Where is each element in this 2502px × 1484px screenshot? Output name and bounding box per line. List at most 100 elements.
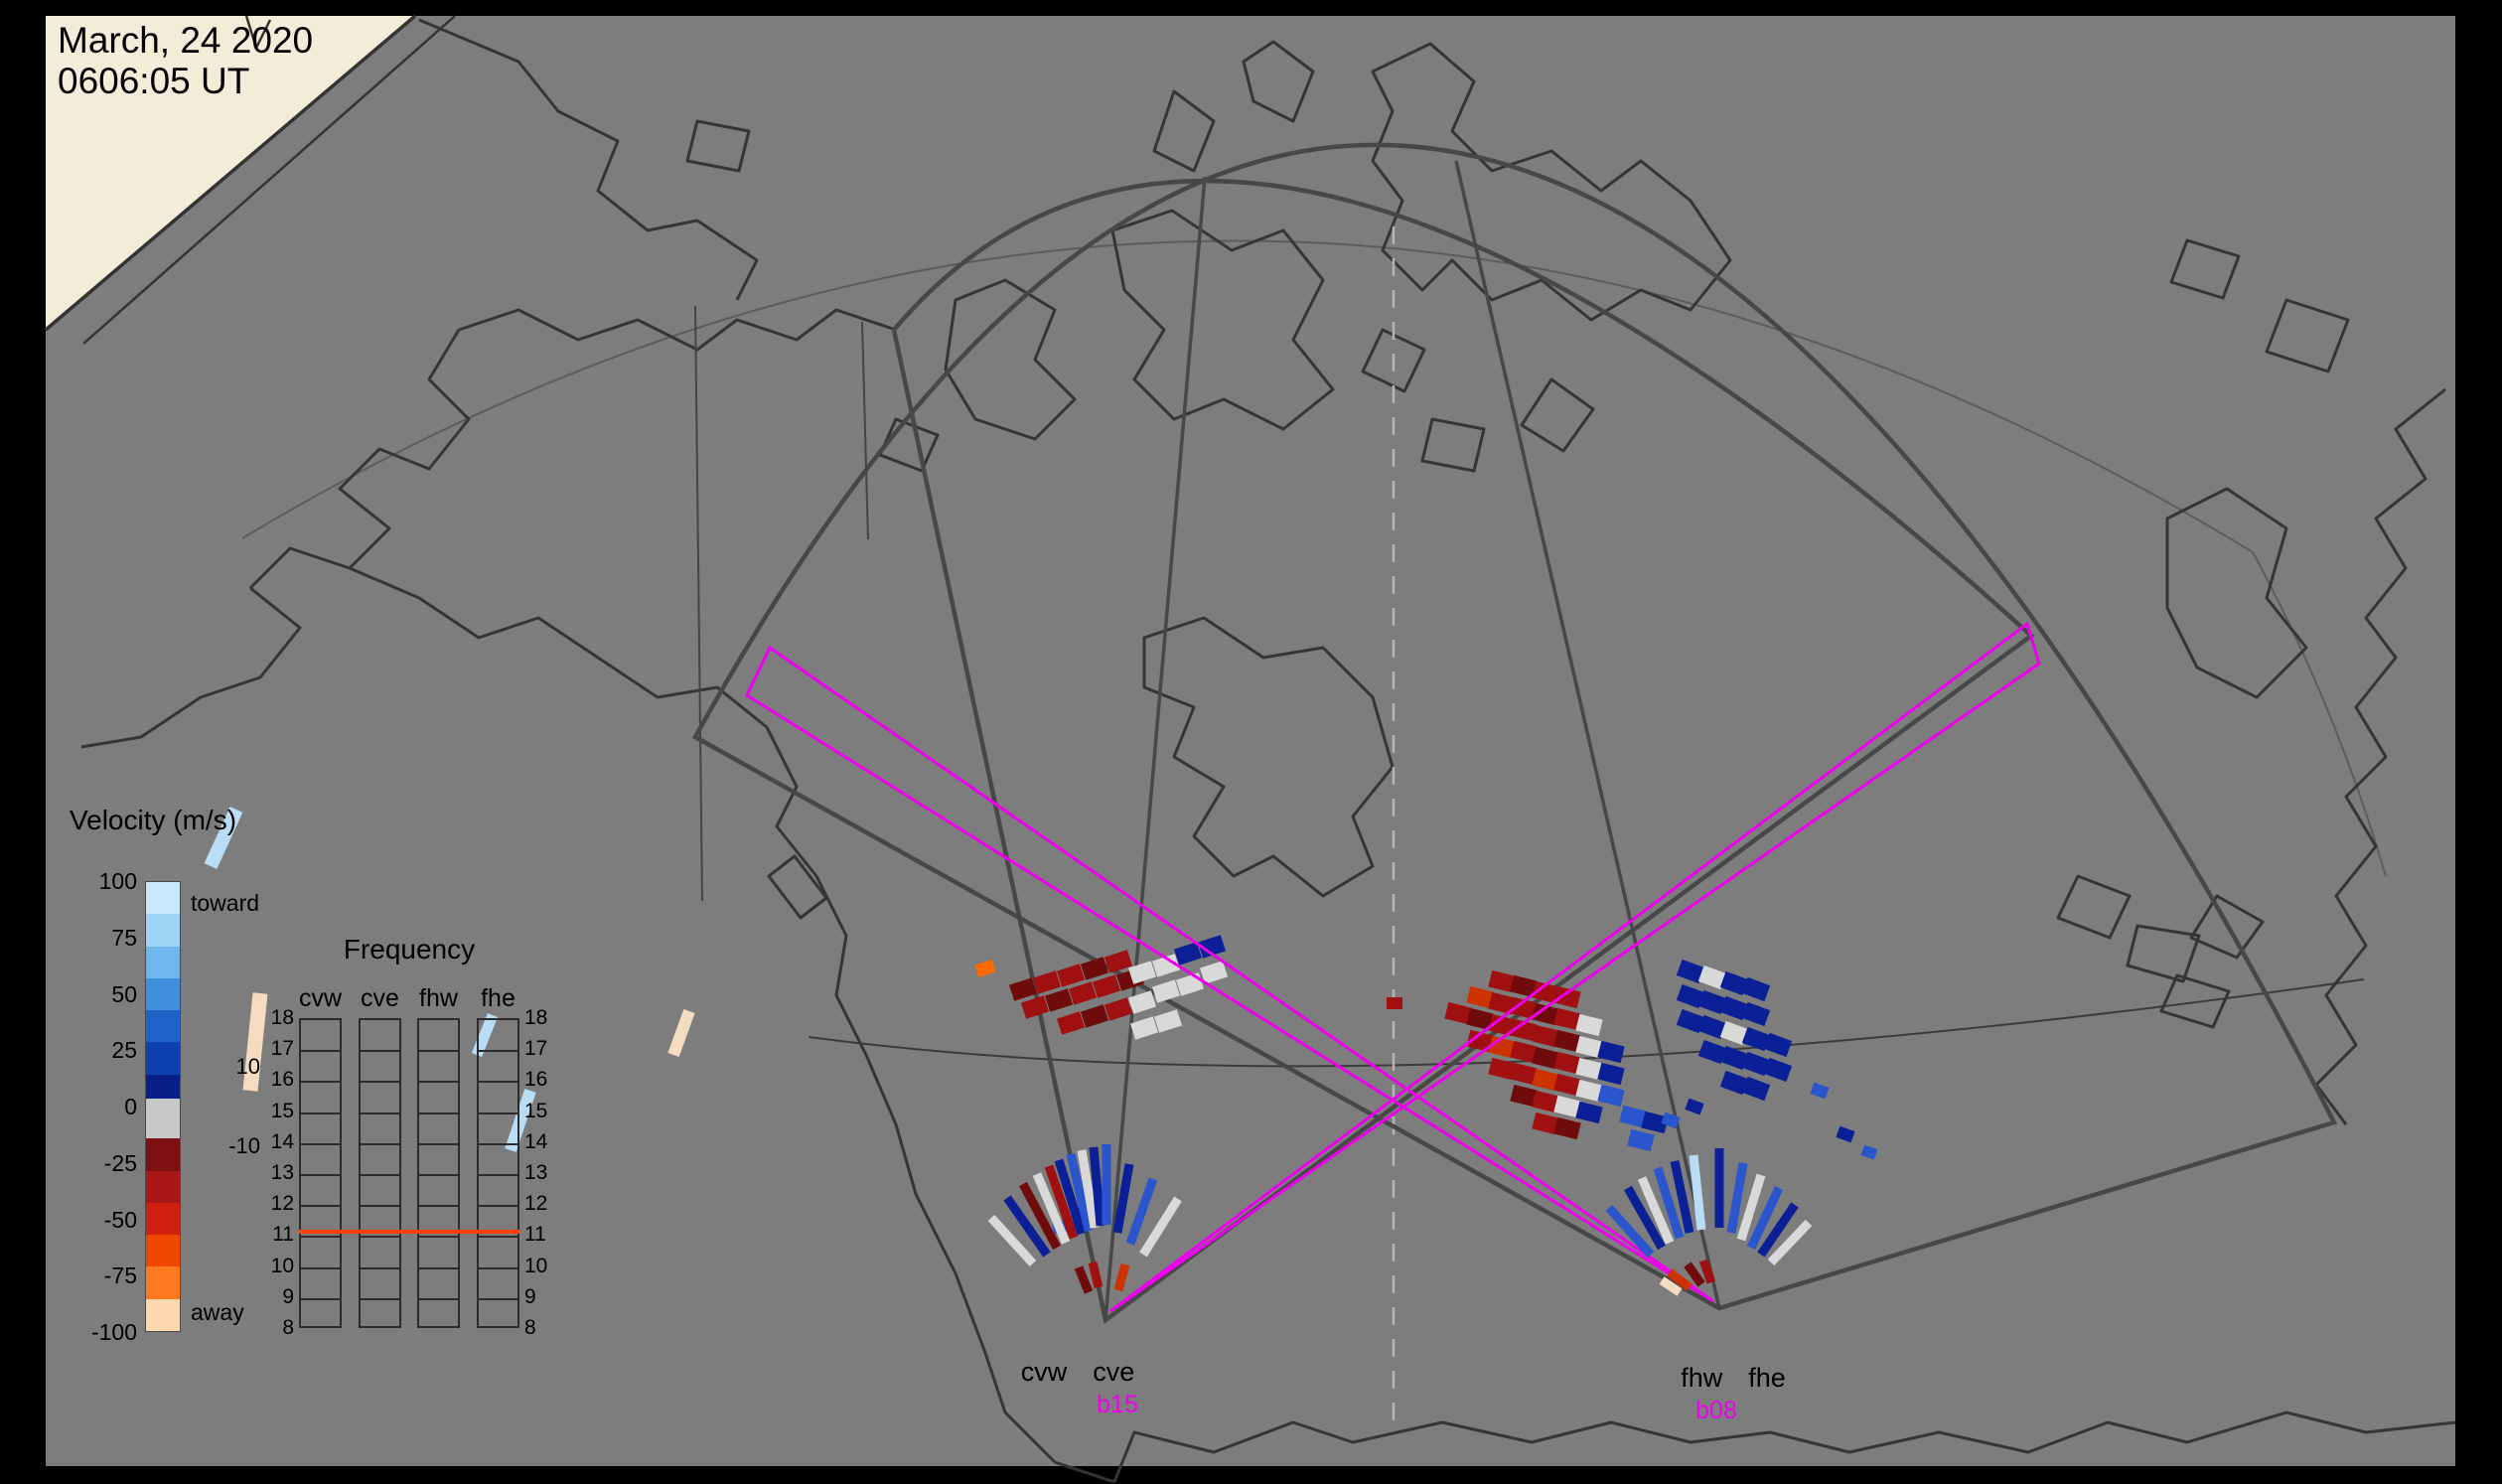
frequency-gridline [301, 1297, 340, 1300]
frequency-tick-label: 18 [524, 1006, 548, 1029]
colorbar-segment [146, 1010, 180, 1043]
frequency-gridline [419, 1236, 458, 1239]
frequency-tick-label: 12 [524, 1192, 548, 1216]
frequency-gridline [301, 1081, 340, 1084]
colorbar-tick-label: -25 [103, 1149, 137, 1176]
frequency-gridline [419, 1266, 458, 1269]
frequency-tick-label: 15 [270, 1099, 294, 1122]
frequency-extra-pos: 10 [235, 1054, 260, 1079]
timestamp: March, 24 2020 0606:05 UT [58, 20, 313, 102]
site-label-cve: cve [1093, 1357, 1135, 1387]
frequency-gridline [301, 1050, 340, 1053]
colorbar-tick-label: 25 [111, 1037, 137, 1064]
colorbar-tick-label: -50 [103, 1206, 137, 1233]
colorbar-tick-label: 0 [124, 1094, 137, 1119]
map-background [46, 16, 2455, 1466]
frequency-tick-label: 10 [270, 1254, 294, 1277]
frequency-column [417, 1018, 460, 1328]
colorbar-segment [146, 1202, 180, 1236]
toward-label: toward [191, 890, 260, 916]
colorbar-segment [146, 946, 180, 978]
date-text: March, 24 2020 [58, 20, 314, 61]
colorbar-tick-label: 50 [111, 980, 137, 1007]
frequency-tick-label: 10 [524, 1254, 548, 1277]
frequency-tick-label: 13 [524, 1161, 548, 1184]
velocity-colorbar [145, 881, 181, 1332]
frequency-tick-label: 8 [282, 1316, 294, 1339]
frequency-tick-label: 11 [524, 1223, 546, 1247]
frequency-column [299, 1018, 342, 1328]
site-label-fhw: fhw [1681, 1363, 1723, 1393]
beam-label-b08: b08 [1695, 1397, 1737, 1424]
frequency-gridline [419, 1174, 458, 1176]
colorbar-segment [146, 1138, 180, 1171]
frequency-gridline [361, 1266, 399, 1269]
time-text: 0606:05 UT [58, 61, 250, 102]
frequency-gridline [479, 1297, 517, 1300]
frequency-gridline [419, 1050, 458, 1053]
frequency-gridline [479, 1142, 517, 1145]
frequency-tick-label: 11 [272, 1223, 294, 1247]
frequency-tick-label: 16 [270, 1068, 294, 1092]
frequency-gridline [301, 1266, 340, 1269]
frequency-trace-line [299, 1230, 519, 1235]
frequency-gridline [361, 1050, 399, 1053]
frequency-tick-label: 9 [524, 1284, 536, 1308]
frequency-gridline [419, 1205, 458, 1208]
colorbar-segment [146, 914, 180, 947]
frequency-tick-label: 14 [270, 1129, 294, 1153]
frequency-gridline [301, 1236, 340, 1239]
colorbar-tick-label: 75 [111, 924, 137, 951]
frequency-gridline [479, 1081, 517, 1084]
frequency-gridline [301, 1174, 340, 1176]
frequency-tick-label: 8 [524, 1316, 536, 1339]
frequency-gridline [361, 1297, 399, 1300]
frequency-column-header: cve [361, 984, 399, 1012]
beam-label-b15: b15 [1097, 1391, 1138, 1418]
colorbar-tick-label: -75 [103, 1262, 137, 1289]
frequency-gridline [419, 1112, 458, 1114]
frequency-gridline [361, 1174, 399, 1176]
frequency-tick-label: 18 [270, 1006, 294, 1029]
colorbar-title: Velocity (m/s) [70, 805, 237, 835]
frequency-gridline [479, 1236, 517, 1239]
frequency-gridline [419, 1297, 458, 1300]
site-left-labels: cvw cve [993, 1357, 1162, 1388]
frequency-column-header: fhe [481, 984, 515, 1012]
frequency-gridline [301, 1142, 340, 1145]
frequency-tick-label: 17 [270, 1037, 294, 1061]
frequency-gridline [479, 1205, 517, 1208]
frequency-gridline [479, 1266, 517, 1269]
frequency-gridline [361, 1112, 399, 1114]
frequency-tick-label: 9 [282, 1284, 294, 1308]
colorbar-segment [146, 882, 180, 915]
frequency-gridline [361, 1081, 399, 1084]
colorbar-segment [146, 1235, 180, 1267]
colorbar-segment [146, 1098, 180, 1139]
frequency-column-header: fhw [419, 984, 458, 1012]
frequency-gridline [479, 1112, 517, 1114]
colorbar-segment [146, 1074, 180, 1099]
frequency-gridline [301, 1205, 340, 1208]
site-label-fhe: fhe [1748, 1363, 1786, 1393]
colorbar-tick-label: 100 [98, 868, 137, 894]
frequency-column [477, 1018, 519, 1328]
colorbar-segment [146, 1170, 180, 1203]
site-right-labels: fhw fhe [1664, 1363, 1803, 1394]
frequency-tick-label: 15 [524, 1099, 548, 1122]
site-label-cvw: cvw [1020, 1357, 1068, 1387]
frequency-gridline [419, 1081, 458, 1084]
frequency-tick-label: 16 [524, 1068, 548, 1092]
colorbar-segment [146, 977, 180, 1011]
frequency-gridline [479, 1174, 517, 1176]
frequency-gridline [361, 1142, 399, 1145]
colorbar-segment [146, 1298, 180, 1331]
frequency-tick-label: 13 [270, 1161, 294, 1184]
frequency-column-header: cvw [298, 984, 343, 1012]
frequency-title: Frequency [343, 934, 476, 965]
frequency-tick-label: 14 [524, 1129, 548, 1153]
frequency-tick-label: 17 [524, 1037, 548, 1061]
colorbar-segment [146, 1266, 180, 1299]
frequency-gridline [419, 1142, 458, 1145]
